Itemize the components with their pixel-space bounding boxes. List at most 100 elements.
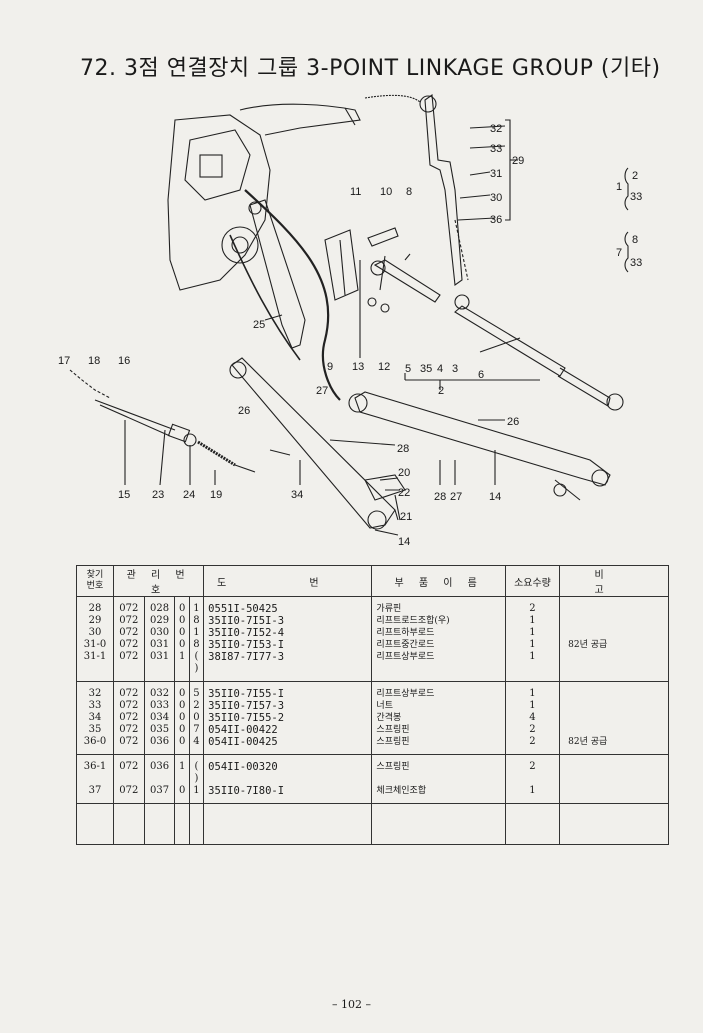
cell-code: 35II0-7I80-I [203, 785, 373, 804]
cell-c1: 072 [112, 639, 145, 651]
ref-main: 1 [616, 181, 622, 193]
cell-c4: 8 [188, 639, 205, 651]
callout-label: 26 [238, 405, 250, 417]
callout-label: 33 [490, 143, 502, 155]
callout-label: 26 [507, 416, 519, 428]
cell-no: 30 [76, 627, 114, 639]
callout-label: 19 [210, 489, 222, 501]
callout-label: 12 [378, 361, 390, 373]
cell-qty: 1 [504, 639, 561, 651]
callout-label: 3 [452, 363, 458, 375]
cell-c2: 036 [143, 736, 176, 755]
callout-label: 15 [118, 489, 130, 501]
ref-item: 33 [630, 191, 642, 203]
cell-no: 31-0 [76, 639, 114, 651]
cell-c1: 072 [112, 785, 145, 804]
callout-label: 5 [405, 363, 411, 375]
callout-label: 2 [438, 385, 444, 397]
linkage-diagram: 32 33 29 31 30 36 11 10 8 25 9 13 12 5 3… [58, 93, 642, 548]
callout-label: 36 [490, 214, 502, 226]
callout-label: 27 [450, 491, 462, 503]
cell-c3: 0 [174, 785, 190, 804]
callout-label: 11 [350, 186, 361, 198]
cell-remark: 82년 공급 [559, 639, 669, 651]
callout-label: 24 [183, 489, 195, 501]
callout-label: 16 [118, 355, 130, 367]
cell-code: 35II0-7I55-2 [203, 712, 373, 724]
callout-label: 25 [253, 319, 265, 331]
cell-c4: 2 [188, 700, 205, 712]
callout-label: 35 [420, 363, 432, 375]
cell-code: 35II0-7I52-4 [203, 627, 373, 639]
cell-c4: ( ) [188, 651, 205, 682]
cell-name: 리프트중간로드 [371, 639, 506, 651]
empty-cell [559, 803, 669, 845]
header-drawing-no: 도 번 [203, 565, 373, 597]
cell-name: 너트 [371, 700, 506, 712]
callout-label: 21 [400, 511, 412, 523]
cell-c1: 072 [112, 712, 145, 724]
cell-no: 36-0 [76, 736, 114, 755]
cell-remark [559, 785, 669, 804]
cell-c4: 5 [188, 681, 205, 700]
cell-qty: 2 [504, 724, 561, 736]
cell-name: 스프링핀 [371, 754, 506, 785]
callout-label: 27 [316, 385, 328, 397]
cell-c3: 0 [174, 615, 190, 627]
callout-label: 31 [490, 168, 502, 180]
cell-name: 체크체인조합 [371, 785, 506, 804]
cell-c4: ( ) [188, 754, 205, 785]
callout-label: 4 [437, 363, 443, 375]
empty-cell [174, 803, 190, 845]
empty-cell [371, 803, 506, 845]
cell-no: 29 [76, 615, 114, 627]
cell-name: 가류핀 [371, 596, 506, 615]
ref-item: 2 [632, 170, 638, 182]
cell-c4: 1 [188, 785, 205, 804]
cell-qty: 1 [504, 681, 561, 700]
table-header-row: 찾기 번호 관 리 번 호 도 번 부 품 이 름 소요수량 비 고 [76, 565, 669, 597]
cell-c1: 072 [112, 596, 145, 615]
header-mgmt-no: 관 리 번 호 [112, 565, 205, 597]
empty-cell [112, 803, 145, 845]
header-part-name: 부 품 이 름 [371, 565, 506, 597]
cell-remark [559, 651, 669, 682]
cell-name: 간격봉 [371, 712, 506, 724]
cell-c4: 4 [188, 736, 205, 755]
cell-qty: 2 [504, 596, 561, 615]
cell-no: 31-1 [76, 651, 114, 682]
callout-label: 32 [490, 123, 502, 135]
cell-code: 35II0-7I57-3 [203, 700, 373, 712]
cell-remark [559, 712, 669, 724]
cell-c2: 034 [143, 712, 176, 724]
cell-name: 리프트상부로드 [371, 681, 506, 700]
diagram-callouts: 32 33 29 31 30 36 11 10 8 25 9 13 12 5 3… [58, 123, 642, 548]
callout-label: 22 [398, 487, 410, 499]
cell-no: 28 [76, 596, 114, 615]
cell-no: 35 [76, 724, 114, 736]
table-filler-row [76, 803, 669, 845]
cell-no: 33 [76, 700, 114, 712]
cell-c3: 0 [174, 736, 190, 755]
cell-qty: 1 [504, 785, 561, 804]
cell-c1: 072 [112, 627, 145, 639]
cell-remark [559, 615, 669, 627]
cell-c3: 0 [174, 639, 190, 651]
ref-item: 33 [630, 257, 642, 269]
cell-no: 34 [76, 712, 114, 724]
cell-c1: 072 [112, 754, 145, 785]
cell-c2: 031 [143, 651, 176, 682]
cell-no: 32 [76, 681, 114, 700]
callout-label: 34 [291, 489, 303, 501]
cell-qty: 1 [504, 651, 561, 682]
cell-no: 36-1 [76, 754, 114, 785]
callout-label: 17 [58, 355, 70, 367]
cell-remark [559, 681, 669, 700]
cell-remark: 82년 공급 [559, 736, 669, 755]
